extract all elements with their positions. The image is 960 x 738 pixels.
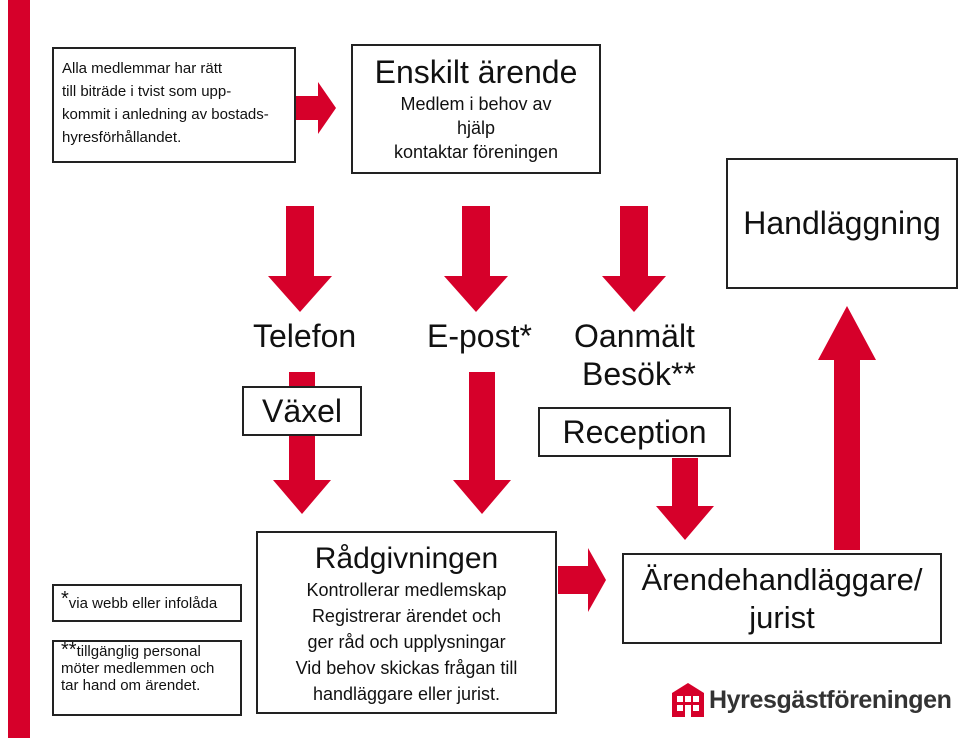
- channel-epost: E-post*: [427, 318, 532, 354]
- info-line: hyresförhållandet.: [62, 129, 182, 146]
- handler-box: Ärendehandläggare/ jurist: [622, 553, 942, 644]
- advice-box: Rådgivningen Kontrollerar medlemskap Reg…: [256, 531, 557, 714]
- footnote-visit-line: tar hand om ärendet.: [61, 677, 201, 694]
- footnote-email: *via webb eller infolåda: [52, 584, 242, 622]
- arrow-advice-to-handler: [558, 548, 606, 612]
- case-line: hjälp: [456, 118, 496, 138]
- case-box: Enskilt ärende Medlem i behov av hjälp k…: [351, 44, 601, 174]
- advice-line: Registrerar ärendet och: [311, 606, 502, 626]
- advice-line: Vid behov skickas frågan till: [295, 658, 518, 678]
- footnote-visit-line: tillgänglig personal: [76, 643, 201, 660]
- arrow-info-to-case: [296, 82, 336, 134]
- handling-box: Handläggning: [726, 158, 958, 289]
- arrow-vaxel-to-advice: [273, 372, 331, 514]
- info-line: till biträde i tvist som upp-: [62, 83, 232, 100]
- hyresgastforeningen-logo: Hyresgästföreningen: [671, 682, 952, 722]
- house-logo-icon: [672, 683, 704, 717]
- handling-label: Handläggning: [743, 205, 941, 241]
- footnote-star: **: [61, 639, 77, 661]
- case-title: Enskilt ärende: [374, 54, 578, 90]
- arrow-reception-to-advice: [656, 458, 714, 540]
- advice-line: Kontrollerar medlemskap: [306, 580, 507, 600]
- arrow-down-epost: [444, 206, 508, 312]
- advice-line: ger råd och upplysningar: [307, 632, 506, 652]
- footnote-visit: **tillgänglig personal möter medlemmen o…: [52, 640, 242, 716]
- advice-title: Rådgivningen: [314, 542, 499, 575]
- reception-label: Reception: [562, 414, 707, 450]
- footnote-visit-line: möter medlemmen och: [61, 660, 215, 677]
- arrow-down-telefon: [268, 206, 332, 312]
- vaxel-box: Växel: [242, 386, 362, 436]
- case-line: kontaktar föreningen: [393, 142, 559, 162]
- info-box: Alla medlemmar har rätt till biträde i t…: [52, 47, 296, 163]
- advice-line: handläggare eller jurist.: [312, 684, 501, 704]
- left-accent-bar: [8, 0, 30, 738]
- info-line: kommit i anledning av bostads-: [62, 106, 269, 123]
- arrow-down-oanmalt: [602, 206, 666, 312]
- logo-text: Hyresgästföreningen: [709, 686, 952, 714]
- arrow-epost-to-advice: [453, 372, 511, 514]
- footnote-email-text: via webb eller infolåda: [68, 595, 218, 612]
- info-line: Alla medlemmar har rätt: [62, 60, 223, 77]
- reception-box: Reception: [538, 407, 731, 457]
- case-line: Medlem i behov av: [400, 94, 552, 114]
- arrow-handler-to-handling: [818, 306, 876, 550]
- handler-line: jurist: [749, 600, 815, 635]
- channel-oanmalt: Oanmält: [574, 318, 695, 354]
- channel-besok: Besök**: [582, 356, 696, 392]
- vaxel-label: Växel: [261, 393, 343, 429]
- footnote-star: *: [61, 588, 69, 610]
- handler-line: Ärendehandläggare/: [641, 562, 923, 597]
- channel-telefon: Telefon: [253, 318, 357, 354]
